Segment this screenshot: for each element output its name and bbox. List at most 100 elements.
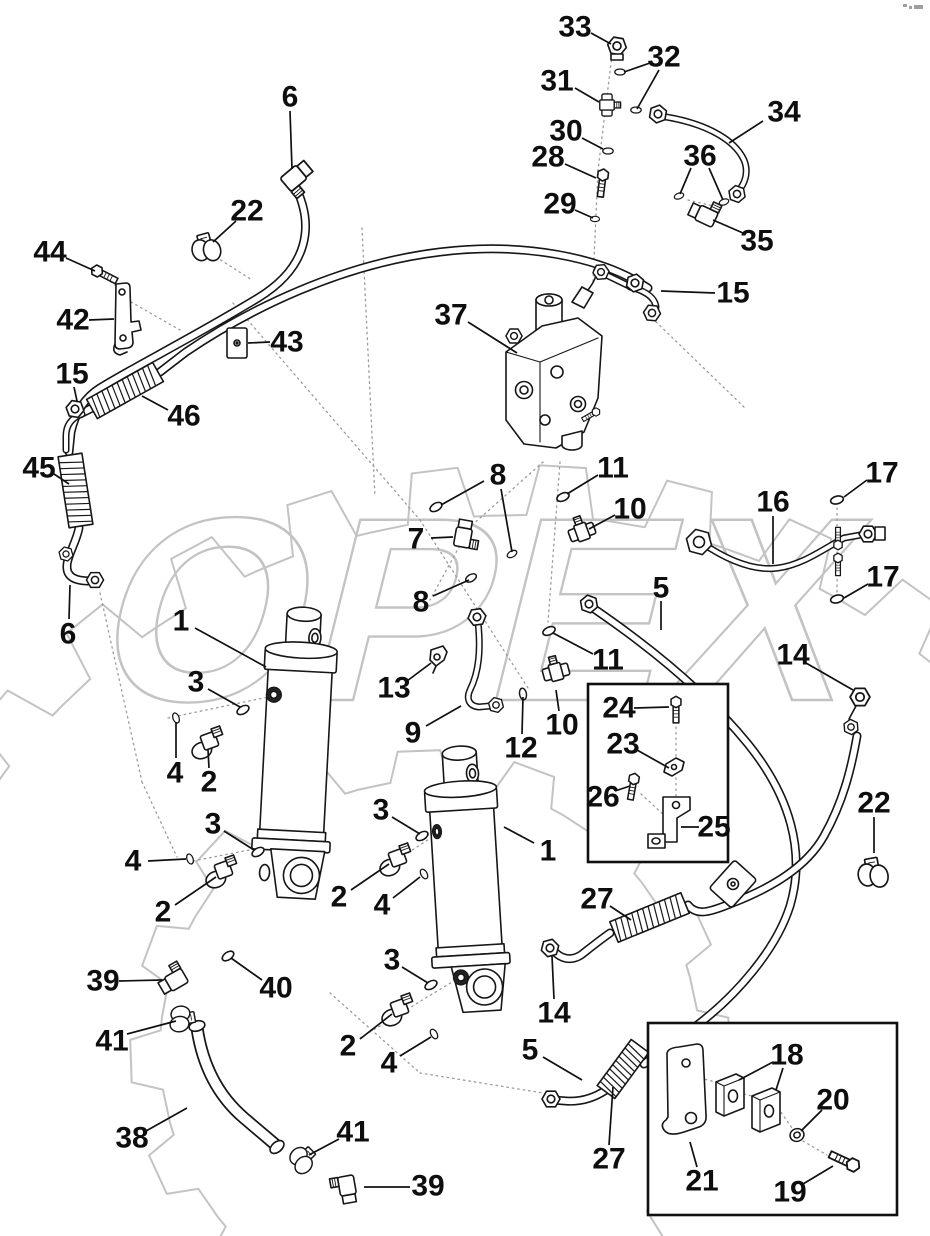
fitting-2-c [373, 842, 417, 880]
callout-label-1: 1 [540, 835, 557, 868]
dotted-line [215, 256, 253, 281]
oring-32-b [630, 106, 642, 114]
callout-label-6: 6 [60, 618, 77, 651]
callout-leader-28 [564, 163, 597, 179]
callout-label-14: 14 [537, 997, 571, 1030]
callout-leader-8 [500, 488, 513, 553]
nut-33-collar [610, 53, 624, 61]
callout-label-18: 18 [770, 1039, 803, 1072]
hose-14 [549, 731, 862, 964]
callout-leader-44 [65, 257, 96, 272]
callout-label-37: 37 [434, 299, 467, 332]
callout-label-15: 15 [55, 358, 88, 391]
fitting-31 [599, 93, 622, 117]
callout-leader-45 [53, 473, 70, 485]
callout-label-34: 34 [767, 96, 801, 129]
callout-leader-35 [712, 219, 744, 234]
callout-leader-11 [566, 474, 599, 495]
callout-leader-11 [552, 632, 594, 655]
callout-leader-19 [802, 1165, 834, 1185]
callout-label-17: 17 [865, 457, 898, 490]
callout-leader-14 [805, 662, 854, 691]
coil-guard [608, 891, 691, 944]
valve-assembly [505, 269, 603, 451]
clamp-41-lower [283, 1140, 322, 1178]
hose-5-end-nut [541, 1090, 561, 1108]
callout-label-2: 2 [331, 881, 348, 914]
callout-leader-30 [581, 137, 604, 150]
callout-leader-40 [230, 957, 263, 981]
callout-label-12: 12 [504, 732, 537, 765]
callout-label-27: 27 [592, 1143, 625, 1176]
oring-36-b [717, 197, 731, 207]
callout-label-13: 13 [377, 672, 410, 705]
bracket-42 [113, 282, 142, 356]
callout-leader-22 [212, 220, 237, 243]
tube-16 [698, 530, 870, 573]
dotted-line [802, 1140, 828, 1156]
callout-label-17: 17 [866, 561, 899, 594]
nut-33 [605, 35, 629, 57]
callout-label-44: 44 [33, 236, 67, 269]
callout-label-22: 22 [857, 787, 890, 820]
coil-guard [596, 1038, 650, 1100]
callout-leader-10 [555, 689, 560, 712]
tube-16-connector-b [833, 552, 843, 577]
callout-label-1: 1 [173, 605, 190, 638]
callout-label-45: 45 [22, 452, 55, 485]
cylinder-left [251, 606, 338, 901]
callout-leader-2 [207, 749, 210, 769]
callout-label-11: 11 [597, 452, 629, 485]
callout-leader-10 [588, 514, 616, 530]
callout-label-3: 3 [188, 666, 205, 699]
callout-label-42: 42 [56, 304, 89, 337]
callout-label-41: 41 [336, 1116, 369, 1149]
bolt-24 [670, 695, 682, 724]
callout-label-20: 20 [816, 1084, 849, 1117]
callout-label-23: 23 [606, 728, 639, 761]
callout-leader-18 [775, 1067, 784, 1091]
callout-label-36: 36 [683, 140, 716, 173]
fitting-6-top [279, 158, 321, 200]
callout-label-10: 10 [545, 709, 578, 742]
callout-label-10: 10 [613, 493, 646, 526]
bracket-21 [661, 1043, 707, 1135]
callout-leader-42 [88, 318, 115, 321]
callout-label-4: 4 [381, 1047, 398, 1080]
tube-34 [656, 112, 750, 195]
bolt-44 [88, 262, 120, 287]
dotted-line [640, 793, 666, 817]
callout-label-2: 2 [201, 766, 218, 799]
callout-label-39: 39 [411, 1170, 444, 1203]
dotted-line [419, 519, 529, 689]
oring-32-a [614, 68, 626, 76]
corner-marks [903, 4, 923, 9]
callout-label-39: 39 [86, 965, 119, 998]
callout-label-43: 43 [270, 326, 303, 359]
callout-leader-3 [391, 816, 421, 835]
callout-leader-41 [308, 1138, 340, 1156]
fitting-14-neck [848, 705, 857, 720]
dotted-line [777, 1107, 793, 1129]
callout-label-15: 15 [716, 277, 749, 310]
hose-6 [62, 177, 310, 586]
callout-label-8: 8 [413, 586, 430, 619]
callout-leader-9 [425, 705, 462, 727]
dotted-line [359, 975, 463, 1039]
tube-34-nut-a [646, 102, 670, 126]
callout-leader-13 [406, 662, 432, 682]
oring-40 [219, 948, 237, 964]
inset-parts [624, 695, 863, 1175]
callout-leader-23 [636, 749, 670, 769]
callout-leader-3 [207, 688, 241, 708]
callout-label-22: 22 [230, 195, 263, 228]
callout-leader-1 [503, 826, 535, 844]
callout-leader-14 [551, 955, 555, 1000]
callout-label-29: 29 [543, 188, 576, 221]
callout-leader-29 [574, 209, 594, 219]
dotted-line [469, 461, 544, 528]
tube-9 [464, 618, 494, 711]
clip-plate-43 [226, 327, 248, 359]
callout-leader-21 [689, 1141, 698, 1168]
